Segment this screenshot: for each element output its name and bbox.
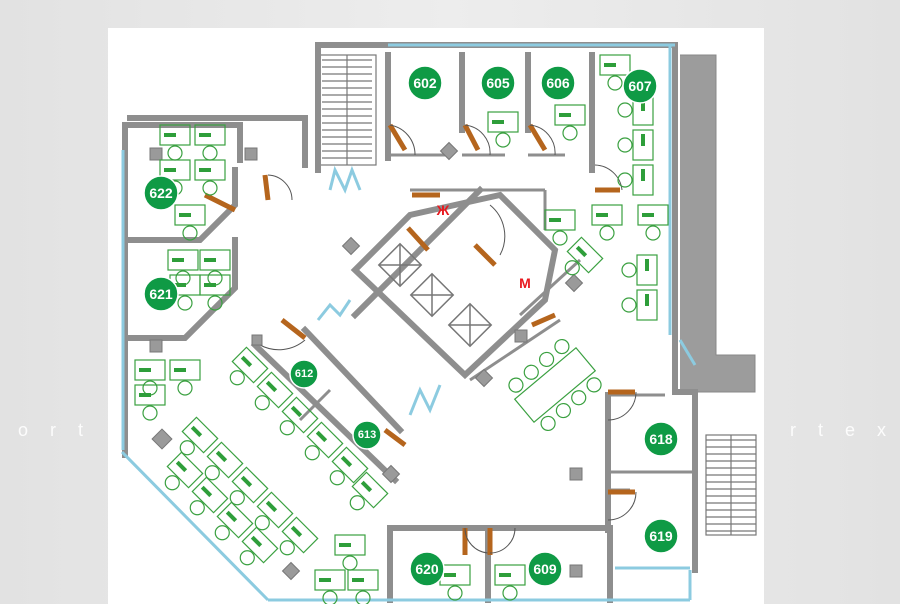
workstation	[544, 209, 576, 246]
room-badge-605[interactable]: 605	[480, 65, 516, 101]
room-badge-618[interactable]: 618	[643, 421, 679, 457]
watermark-right: rtex	[790, 420, 900, 440]
workstation	[254, 371, 294, 411]
workstation	[199, 274, 231, 311]
workstation	[189, 476, 229, 516]
svg-text:613: 613	[358, 429, 376, 441]
svg-text:618: 618	[649, 431, 673, 447]
workstation	[621, 289, 658, 321]
workstation	[229, 466, 269, 506]
room-badge-620[interactable]: 620	[409, 551, 445, 587]
room-badge-621[interactable]: 621	[143, 276, 179, 312]
workstation	[564, 236, 604, 276]
workstation	[167, 249, 199, 286]
furniture	[134, 54, 669, 604]
watermark-left: ort	[18, 420, 106, 440]
elevators	[377, 242, 493, 348]
room-badge-622[interactable]: 622	[143, 175, 179, 211]
room-badge-619[interactable]: 619	[643, 518, 679, 554]
workstation	[494, 564, 526, 601]
svg-text:621: 621	[149, 286, 173, 302]
workstation	[621, 254, 658, 286]
workstation	[554, 104, 586, 141]
workstation	[134, 359, 166, 396]
room-badge-613[interactable]: 613	[352, 420, 382, 450]
columns	[149, 141, 584, 581]
mens-wc-marker: М	[519, 275, 531, 291]
workstation	[159, 124, 191, 161]
workstation	[617, 129, 654, 161]
workstation	[334, 534, 366, 571]
workstation	[204, 441, 244, 481]
svg-text:620: 620	[415, 561, 439, 577]
workstation	[347, 569, 379, 604]
room-badge-607[interactable]: 607	[622, 68, 658, 104]
workstation	[279, 516, 319, 556]
walls	[122, 42, 698, 603]
workstation	[329, 446, 369, 486]
workstation	[314, 569, 346, 604]
workstation	[487, 111, 519, 148]
svg-text:619: 619	[649, 528, 673, 544]
floor-plan-drawing: Ж М 602 605 606 607 622 621 612 613 618 …	[120, 42, 757, 604]
svg-text:602: 602	[413, 75, 437, 91]
workstation	[169, 359, 201, 396]
workstation	[254, 491, 294, 531]
workstation	[239, 526, 279, 566]
workstation	[349, 471, 389, 511]
doors	[203, 123, 637, 555]
svg-text:612: 612	[295, 368, 313, 380]
workstation	[134, 384, 166, 421]
staircase-top	[317, 54, 377, 166]
womens-wc-marker: Ж	[436, 202, 450, 218]
svg-text:622: 622	[149, 185, 173, 201]
workstation	[279, 396, 319, 436]
core-shaft	[680, 54, 756, 393]
staircase-right	[705, 434, 757, 536]
workstation	[304, 421, 344, 461]
workstation	[174, 204, 206, 241]
workstation	[214, 501, 254, 541]
workstation	[229, 346, 269, 386]
workstation	[194, 124, 226, 161]
room-badge-612[interactable]: 612	[289, 359, 319, 389]
windows	[120, 43, 697, 602]
workstation	[617, 164, 654, 196]
workstation	[599, 54, 631, 91]
workstation	[199, 249, 231, 286]
workstation	[637, 204, 669, 241]
workstation	[164, 451, 204, 491]
room-badge-602[interactable]: 602	[407, 65, 443, 101]
conference-table	[508, 338, 602, 432]
room-badge-609[interactable]: 609	[527, 551, 563, 587]
workstation	[179, 416, 219, 456]
workstation	[194, 159, 226, 196]
svg-text:606: 606	[546, 75, 570, 91]
workstation	[591, 204, 623, 241]
svg-text:607: 607	[628, 78, 652, 94]
svg-text:609: 609	[533, 561, 557, 577]
svg-text:605: 605	[486, 75, 510, 91]
floor-plan: Ж М 602 605 606 607 622 621 612 613 618 …	[108, 28, 764, 604]
room-badge-606[interactable]: 606	[540, 65, 576, 101]
